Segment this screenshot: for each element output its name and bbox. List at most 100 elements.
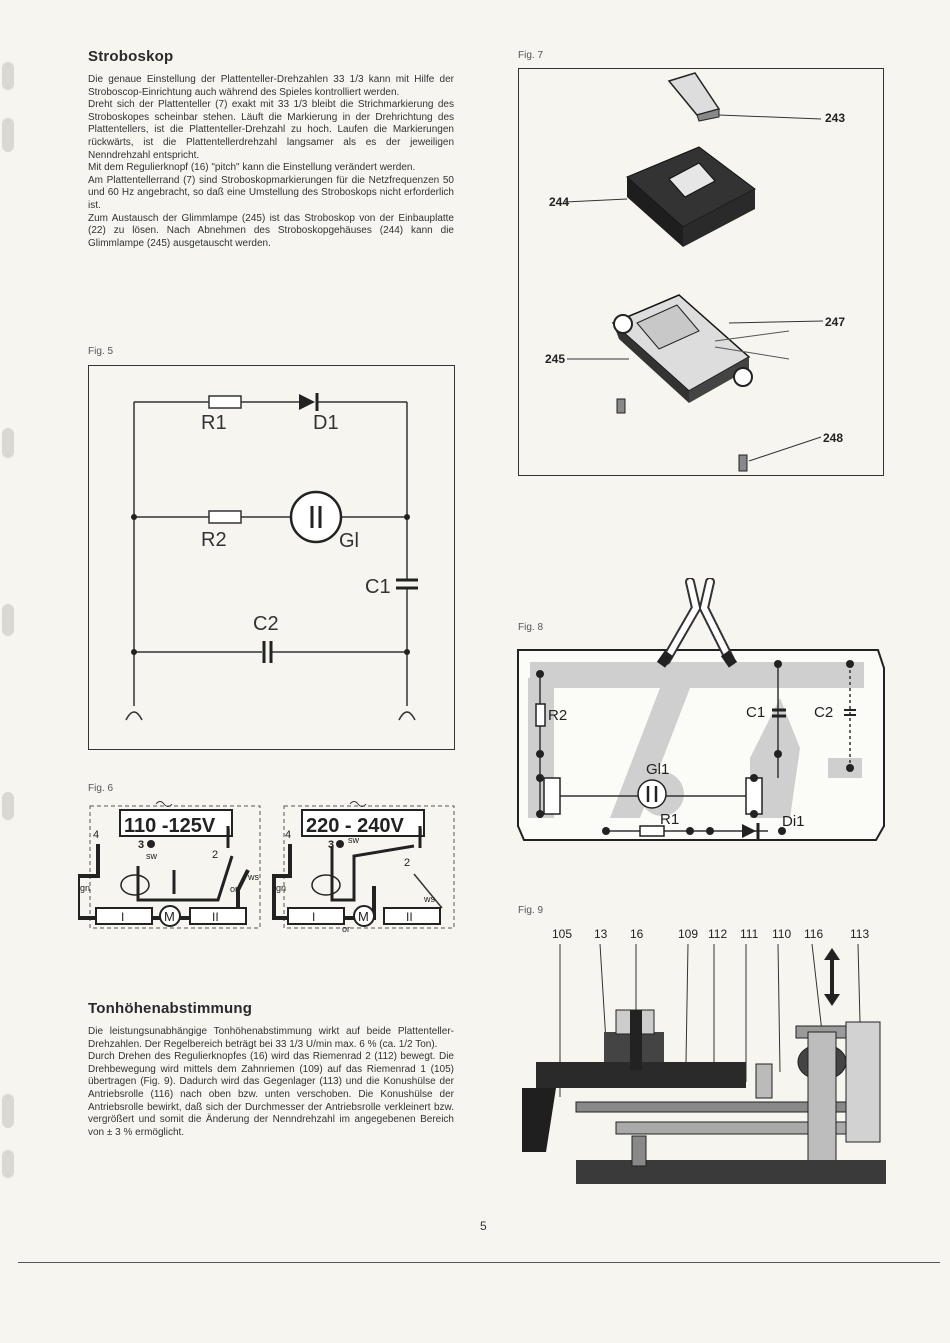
part-243-label: 243: [825, 111, 845, 125]
svg-text:sw: sw: [348, 835, 360, 845]
mechanism-drawing: [522, 1009, 886, 1184]
pcb-lamp-holder-right: [745, 777, 763, 815]
svg-text:2: 2: [212, 849, 218, 861]
r1-resistor: [208, 395, 242, 409]
punch-hole: [2, 1094, 14, 1128]
gl-label: Gl: [339, 530, 359, 552]
svg-text:1: 1: [418, 827, 424, 839]
part-248-drawing: [738, 436, 822, 472]
svg-text:M: M: [164, 909, 175, 924]
part-247-label: 247: [825, 315, 845, 329]
punch-hole: [2, 62, 14, 90]
adjust-direction-arrow: [824, 948, 840, 1006]
paragraph: Mit dem Regulierknopf (16) "pitch" kann …: [88, 162, 416, 174]
pcb-gl1-label: Gl1: [646, 761, 669, 778]
paragraph: Durch Drehen des Regulierknopfes (16) wi…: [88, 1051, 454, 1138]
svg-text:ws: ws: [423, 894, 435, 904]
r2-label: R2: [201, 529, 227, 551]
paragraph: Zum Austausch der Glimmlampe (245) ist d…: [88, 212, 454, 249]
svg-text:4: 4: [285, 829, 291, 841]
svg-text:M: M: [358, 909, 369, 924]
part-16-label: 16: [630, 927, 644, 941]
d1-label: D1: [313, 412, 339, 434]
svg-text:2: 2: [404, 857, 410, 869]
fig7-label: Fig. 7: [518, 50, 544, 61]
stroboskop-text: Die genaue Einstellung der Plattenteller…: [88, 74, 454, 250]
paragraph: Dreht sich der Plattenteller (7) exakt m…: [88, 99, 454, 161]
paragraph: Die genaue Einstellung der Plattenteller…: [88, 74, 454, 98]
part-243-drawing: [667, 72, 822, 122]
pcb-r2: [535, 703, 546, 727]
d1-diode: [299, 394, 315, 410]
fig6-wiring: 110 -125V 4 1 2 3 sw gn or ws M I II: [76, 796, 458, 938]
svg-text:I: I: [312, 910, 315, 924]
pcb-c2-label: C2: [814, 704, 833, 721]
svg-text:or: or: [342, 924, 350, 934]
part-116-label: 116: [804, 927, 823, 941]
punch-hole: [2, 118, 14, 152]
pcb-r1: [639, 825, 665, 837]
pcb-r1-label: R1: [660, 811, 679, 828]
fig5-circuit: R1 D1 R2 Gl C1 C2: [125, 393, 418, 721]
part-105-label: 105: [552, 927, 572, 941]
svg-text:gn: gn: [80, 883, 90, 893]
fig9-mechanism: 105 13 16 109 112 111 110 116 113: [516, 922, 886, 1184]
svg-text:or: or: [230, 884, 238, 894]
part-245-label: 245: [545, 352, 565, 366]
wiring-110v: 110 -125V 4 1 2 3 sw gn or ws M I II: [76, 801, 261, 929]
screw: [616, 398, 626, 414]
svg-text:I: I: [121, 910, 124, 924]
tonhoehe-text: Die leistungsunabhängige Tonhöhenabstimm…: [88, 1026, 454, 1139]
svg-text:II: II: [212, 910, 219, 924]
section-title-tonhoehe: Tonhöhenabstimmung: [88, 1000, 253, 1017]
punch-hole: [2, 792, 14, 820]
pcb-r2-label: R2: [548, 707, 567, 724]
page-number: 5: [480, 1219, 487, 1233]
fig8-pcb: R2 C1 C2 Gl1 R1 Di1: [510, 577, 890, 850]
svg-text:ws: ws: [247, 872, 259, 882]
pcb-di1: [742, 824, 756, 838]
part-245-drawing: [567, 294, 824, 414]
punch-hole: [2, 1150, 14, 1178]
page-bottom-rule: [18, 1262, 940, 1263]
pcb-di1-label: Di1: [782, 813, 805, 830]
wiring-220v: 220 - 240V 4 1 2 3 sw gn or ws M I II: [272, 801, 455, 934]
fig5-schematic: R1 D1 R2 Gl C1 C2: [88, 365, 455, 750]
fig7-exploded-view: 243 244 247 245 248: [518, 68, 884, 476]
part-109-label: 109: [678, 927, 698, 941]
svg-text:sw: sw: [146, 851, 158, 861]
part-244-label: 244: [549, 195, 569, 209]
fig6-label: Fig. 6: [88, 783, 114, 794]
svg-text:1: 1: [226, 827, 232, 839]
pcb-gl1: [637, 779, 667, 809]
part-111-label: 111: [740, 927, 759, 941]
pcb-c1-label: C1: [746, 704, 765, 721]
part-112-label: 112: [708, 927, 727, 941]
fig5-label: Fig. 5: [88, 346, 114, 357]
part-248-label: 248: [823, 431, 843, 445]
voltage-label-220: 220 - 240V: [306, 815, 405, 837]
part-110-label: 110: [772, 927, 791, 941]
paragraph: Die leistungsunabhängige Tonhöhenabstimm…: [88, 1026, 454, 1050]
pcb-lamp-holder-left: [543, 777, 561, 815]
svg-text:4: 4: [93, 829, 99, 841]
c1-label: C1: [365, 576, 391, 598]
punch-hole: [2, 428, 14, 458]
svg-text:II: II: [406, 910, 413, 924]
c2-label: C2: [253, 613, 279, 635]
fig8-label: Fig. 8: [518, 622, 544, 633]
part-113-label: 113: [850, 927, 869, 941]
part-13-label: 13: [594, 927, 608, 941]
punch-hole: [2, 604, 14, 636]
glow-lamp-symbol: [289, 490, 343, 544]
svg-text:3: 3: [138, 839, 144, 851]
fig9-label: Fig. 9: [518, 905, 544, 916]
section-title-stroboskop: Stroboskop: [88, 48, 174, 65]
voltage-label-110: 110 -125V: [124, 815, 216, 837]
part-244-drawing: [564, 146, 756, 247]
r1-label: R1: [201, 412, 227, 434]
paragraph: Am Plattentellerrand (7) sind Stroboskop…: [88, 174, 454, 211]
svg-text:gn: gn: [276, 883, 286, 893]
svg-text:3: 3: [328, 839, 334, 851]
r2-resistor: [208, 510, 242, 524]
